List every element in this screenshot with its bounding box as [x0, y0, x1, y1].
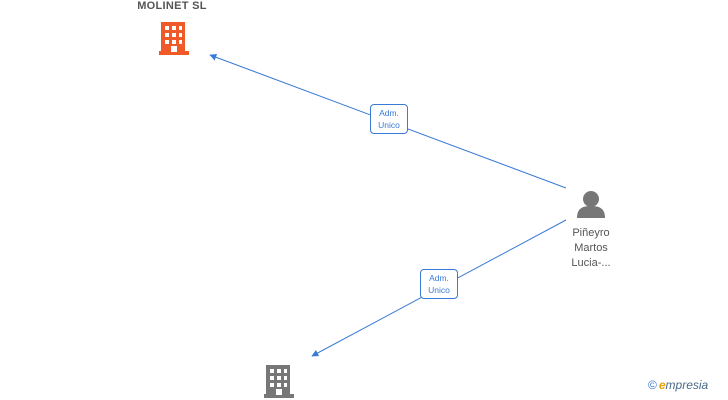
- person-name-line: Lucia-...: [571, 257, 611, 269]
- edge-role-line: Unico: [378, 120, 400, 130]
- edge-role-line: Adm.: [429, 273, 449, 283]
- copyright-icon: ©: [648, 378, 657, 392]
- building-icon[interactable]: [159, 22, 189, 55]
- edge-role-line: Adm.: [379, 108, 399, 118]
- brand-initial: e: [658, 378, 666, 392]
- company-name-label[interactable]: MOLINET SL: [137, 0, 207, 12]
- person-name-label[interactable]: Piñeyro Martos Lucia-...: [556, 226, 626, 271]
- edge-role-label: Adm. Unico: [370, 104, 408, 134]
- brand-name: mpresia: [665, 378, 709, 392]
- edge-role-label: Adm. Unico: [420, 269, 458, 299]
- person-icon[interactable]: [577, 191, 605, 218]
- edge-role-line: Unico: [428, 285, 450, 295]
- empresia-watermark: ©empresia: [648, 378, 708, 392]
- building-icon[interactable]: [264, 365, 294, 398]
- person-name-line: Piñeyro: [572, 227, 610, 239]
- person-name-line: Martos: [574, 242, 608, 254]
